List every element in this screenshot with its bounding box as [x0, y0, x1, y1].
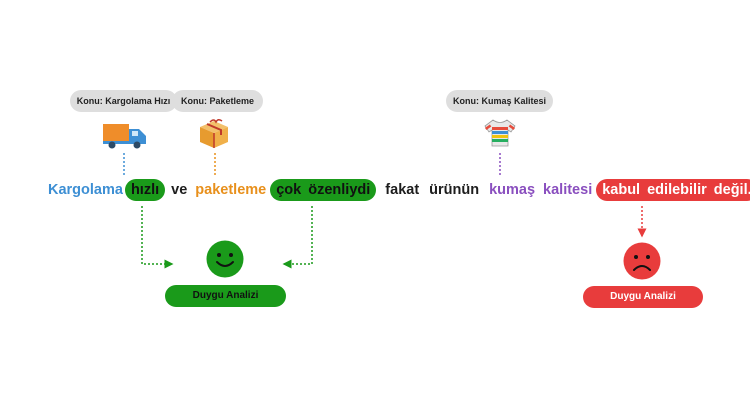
word-ve: ve [171, 182, 188, 198]
sentiment-phrase-kabul-edilebilir-degil: kabul edilebilir değil. [596, 179, 750, 201]
topic-shipping: Konu: Kargolama Hızı [70, 90, 177, 112]
truck-icon [103, 124, 146, 149]
word-fakat: fakat [385, 182, 420, 198]
package-icon [200, 118, 228, 148]
word-kumas: kumaş [489, 182, 536, 198]
word-urunun: ürünün [429, 182, 480, 198]
sentiment-word-hizli: hızlı [124, 179, 166, 201]
word-kargolama: Kargolama [48, 182, 123, 198]
review-sentence: Kargolama hızlı ve paketleme çok özenliy… [48, 179, 750, 201]
word-paketleme: paketleme [195, 182, 267, 198]
sentiment-word-cok-ozenliydi: çok özenliydi [270, 179, 377, 201]
tshirt-icon [484, 119, 516, 147]
sad-face-icon [623, 242, 661, 280]
topic-packaging: Konu: Paketleme [172, 90, 263, 112]
happy-face-icon [206, 240, 244, 278]
positive-sentiment-label: Duygu Analizi [165, 285, 286, 307]
word-kalitesi: kalitesi [543, 182, 593, 198]
negative-sentiment-label: Duygu Analizi [583, 286, 703, 308]
topic-fabric: Konu: Kumaş Kalitesi [446, 90, 553, 112]
